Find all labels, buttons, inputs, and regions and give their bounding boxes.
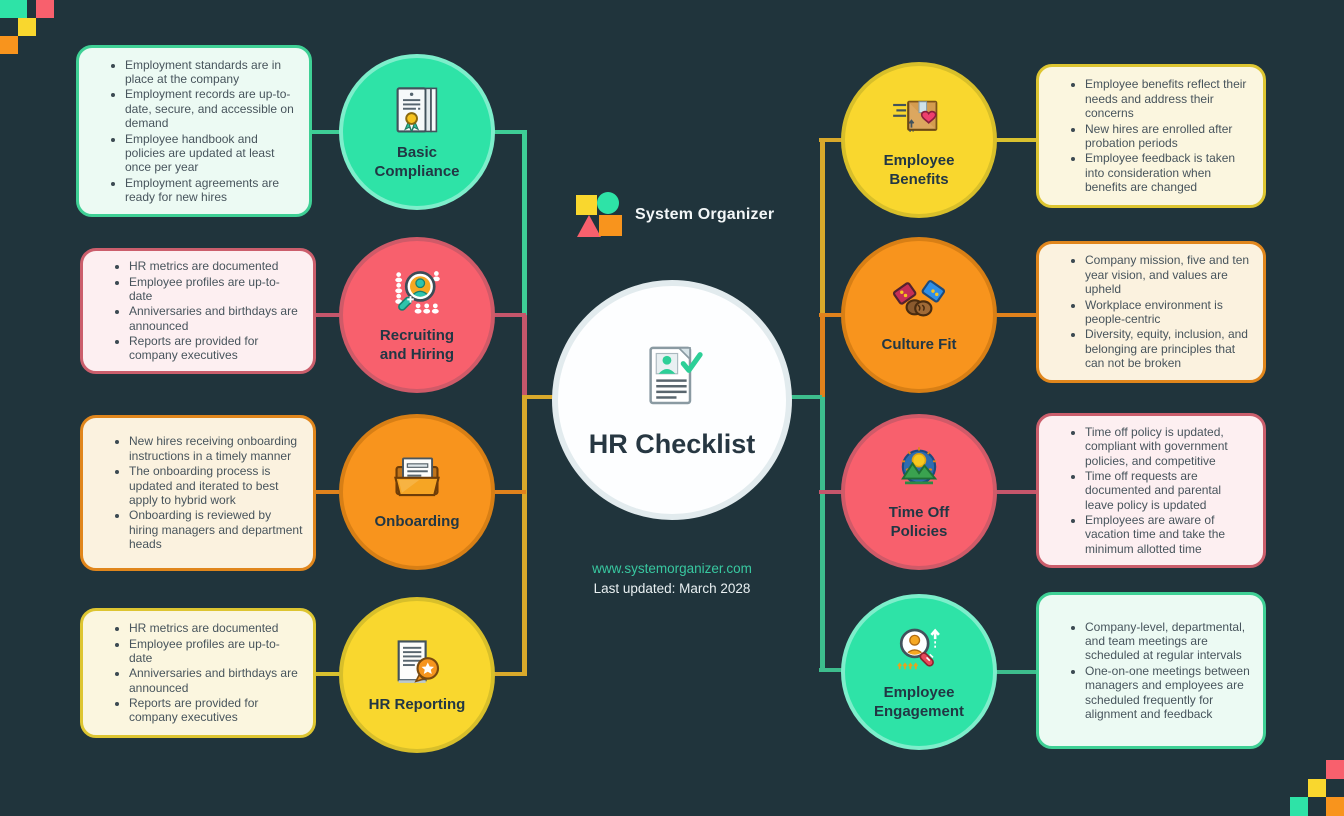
category-circle: Employee Engagement xyxy=(841,594,997,750)
checklist-item: Time off requests are documented and par… xyxy=(1085,469,1253,512)
checklist-box: Company mission, five and ten year visio… xyxy=(1036,241,1266,383)
checklist-item: Company mission, five and ten year visio… xyxy=(1085,253,1253,296)
connector-line xyxy=(493,130,526,134)
connector-line xyxy=(995,670,1038,674)
category-label: Culture Fit xyxy=(881,336,957,354)
checklist-item: New hires receiving onboarding instructi… xyxy=(129,434,303,463)
checklist-item: Employee profiles are up-to-date xyxy=(129,637,303,666)
connector-line xyxy=(312,313,341,317)
checklist-box: New hires receiving onboarding instructi… xyxy=(80,415,316,571)
checklist-box: Time off policy is updated, compliant wi… xyxy=(1036,413,1266,568)
connector-line xyxy=(493,313,526,317)
certificate-icon xyxy=(389,83,445,139)
checklist-item: Employee profiles are up-to-date xyxy=(129,275,303,304)
category-circle: Time Off Policies xyxy=(841,414,997,570)
connector-line xyxy=(819,668,844,672)
connector-line xyxy=(819,313,844,317)
category-label: Employee Benefits xyxy=(883,151,955,188)
category-circle: Basic Compliance xyxy=(339,54,495,210)
checklist-items: New hires receiving onboarding instructi… xyxy=(83,433,313,552)
checklist-item: Time off policy is updated, compliant wi… xyxy=(1085,425,1253,468)
spine-segment xyxy=(522,315,527,399)
checklist-item: Anniversaries and birthdays are announce… xyxy=(129,666,303,695)
spine-segment xyxy=(522,130,527,317)
checklist-items: Time off policy is updated, compliant wi… xyxy=(1039,424,1263,558)
checklist-items: HR metrics are documented Employee profi… xyxy=(83,258,313,364)
category-circle: Culture Fit xyxy=(841,237,997,393)
center-node: HR Checklist xyxy=(552,280,792,520)
checklist-item: One-on-one meetings between managers and… xyxy=(1085,664,1253,722)
checklist-item: Onboarding is reviewed by hiring manager… xyxy=(129,508,303,551)
connector-line xyxy=(786,395,822,399)
checklist-item: Employee handbook and policies are updat… xyxy=(125,132,299,175)
connector-line xyxy=(309,130,341,134)
category-circle: HR Reporting xyxy=(339,597,495,753)
category-circle: Employee Benefits xyxy=(841,62,997,218)
connector-line xyxy=(819,490,844,494)
connector-line xyxy=(522,395,558,399)
category-label: Employee Engagement xyxy=(873,683,964,720)
checklist-item: Reports are provided for company executi… xyxy=(129,334,303,363)
website-url: www.systemorganizer.com xyxy=(592,561,752,576)
checklist-item: HR metrics are documented xyxy=(129,259,303,273)
checklist-box: Company-level, departmental, and team me… xyxy=(1036,592,1266,749)
connector-line xyxy=(995,313,1038,317)
brand-name: System Organizer xyxy=(635,205,775,223)
category-label: HR Reporting xyxy=(368,696,466,714)
checklist-item: Anniversaries and birthdays are announce… xyxy=(129,304,303,333)
checklist-items: Company mission, five and ten year visio… xyxy=(1039,252,1263,371)
checklist-item: Employees are aware of vacation time and… xyxy=(1085,513,1253,556)
handshake-icon xyxy=(891,275,947,331)
vacation-scene-icon xyxy=(891,443,947,499)
spine-segment xyxy=(820,316,825,397)
resume-check-icon xyxy=(636,340,708,417)
checklist-item: Reports are provided for company executi… xyxy=(129,696,303,725)
connector-line xyxy=(493,490,526,494)
checklist-items: Employment standards are in place at the… xyxy=(79,57,309,206)
checklist-item: HR metrics are documented xyxy=(129,621,303,635)
checklist-box: Employee benefits reflect their needs an… xyxy=(1036,64,1266,208)
checklist-item: Employment agreements are ready for new … xyxy=(125,176,299,205)
checklist-item: Employment standards are in place at the… xyxy=(125,58,299,87)
folder-icon xyxy=(389,452,445,508)
checklist-item: Company-level, departmental, and team me… xyxy=(1085,620,1253,663)
checklist-items: Employee benefits reflect their needs an… xyxy=(1039,76,1263,195)
recruiting-search-icon xyxy=(389,266,445,322)
checklist-items: HR metrics are documented Employee profi… xyxy=(83,620,313,726)
category-label: Onboarding xyxy=(374,513,460,531)
logo-shapes-icon xyxy=(575,191,623,238)
category-label: Basic Compliance xyxy=(374,143,460,180)
checklist-box: Employment standards are in place at the… xyxy=(76,45,312,217)
connector-line xyxy=(312,672,341,676)
category-circle: Recruiting and Hiring xyxy=(339,237,495,393)
checklist-item: The onboarding process is updated and it… xyxy=(129,464,303,507)
category-label: Time Off Policies xyxy=(888,503,950,540)
category-circle: Onboarding xyxy=(339,414,495,570)
checklist-item: Employment records are up-to-date, secur… xyxy=(125,87,299,130)
checklist-item: New hires are enrolled after probation p… xyxy=(1085,122,1253,151)
spine-segment xyxy=(820,397,825,672)
checklist-box: HR metrics are documented Employee profi… xyxy=(80,608,316,738)
benefits-box-icon xyxy=(891,91,947,147)
report-star-icon xyxy=(389,635,445,691)
connector-line xyxy=(995,138,1038,142)
checklist-item: Employee feedback is taken into consider… xyxy=(1085,151,1253,194)
last-updated: Last updated: March 2028 xyxy=(593,581,751,596)
connector-line xyxy=(819,138,844,142)
logo: System Organizer xyxy=(575,191,774,238)
checklist-item: Diversity, equity, inclusion, and belong… xyxy=(1085,327,1253,370)
checklist-box: HR metrics are documented Employee profi… xyxy=(80,248,316,374)
checklist-item: Employee benefits reflect their needs an… xyxy=(1085,77,1253,120)
checklist-items: Company-level, departmental, and team me… xyxy=(1039,619,1263,723)
category-label: Recruiting and Hiring xyxy=(379,326,455,363)
page-title: HR Checklist xyxy=(588,429,756,459)
spine-segment xyxy=(522,397,527,676)
connector-line xyxy=(493,672,526,676)
engagement-search-icon xyxy=(891,623,947,679)
checklist-item: Workplace environment is people-centric xyxy=(1085,298,1253,327)
connector-line xyxy=(312,490,341,494)
spine-segment xyxy=(820,138,825,316)
connector-line xyxy=(995,490,1038,494)
